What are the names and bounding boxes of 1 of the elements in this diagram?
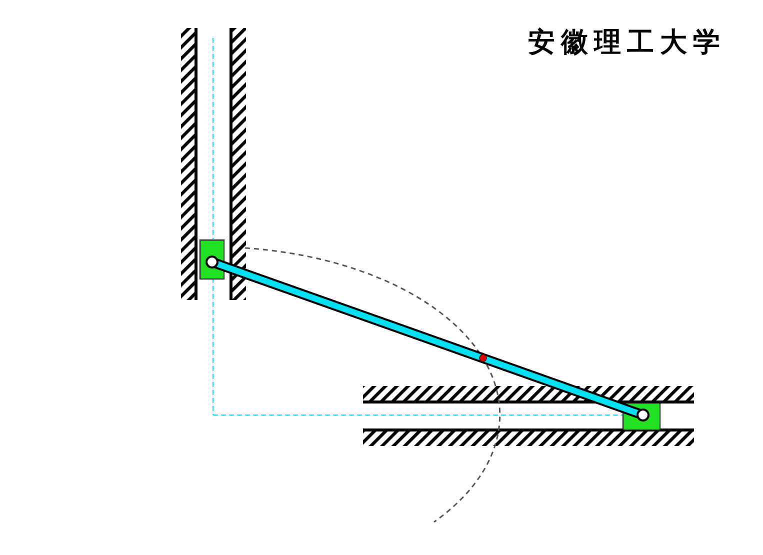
title-text: 安徽理工大学: [528, 26, 726, 60]
